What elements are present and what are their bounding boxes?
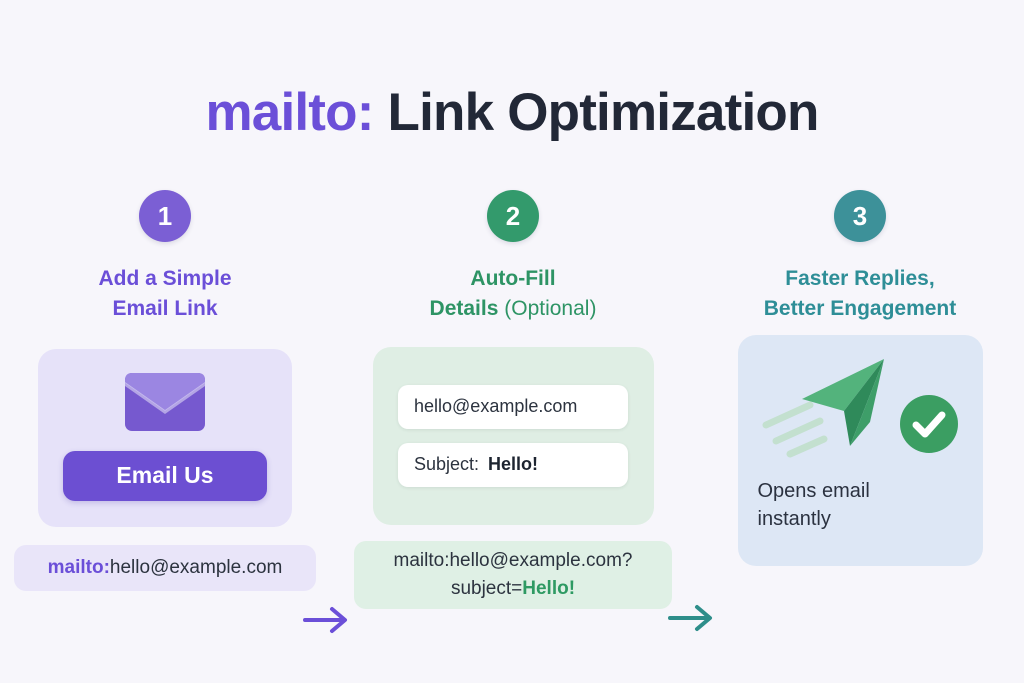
chip-2-line2-prefix: subject=	[450, 577, 523, 599]
plane-illustration	[758, 353, 963, 463]
step-badge-3: 3	[834, 190, 886, 242]
page-title-rest: Link Optimization	[373, 83, 820, 142]
step-heading-3-line1: Faster Replies,	[785, 267, 935, 290]
step-heading-3-line2: Better Engagement	[763, 297, 957, 321]
step-column-3: 3 Faster Replies, Better Engagement	[695, 190, 1024, 566]
page-title-keyword: mailto:	[205, 83, 374, 142]
step-3-caption-line2: instantly	[757, 507, 831, 530]
step-badge-1: 1	[139, 190, 191, 242]
step-heading-2-note: (Optional)	[498, 297, 597, 321]
step-heading-1: Add a Simple Email Link	[98, 264, 231, 325]
chip-1-rest: hello@example.com	[109, 556, 283, 578]
mailto-code-chip-1: mailto:hello@example.com	[14, 544, 316, 591]
step-heading-2: Auto-Fill Details (Optional)	[430, 264, 597, 325]
step-heading-3: Faster Replies, Better Engagement	[764, 264, 957, 325]
subject-field-label: Subject:	[414, 454, 480, 475]
subject-field[interactable]: Subject: Hello!	[398, 442, 628, 487]
subject-field-value: Hello!	[488, 454, 539, 475]
step-heading-1-line1: Add a Simple	[98, 267, 232, 290]
envelope-icon	[125, 372, 205, 431]
step-heading-2-line1: Auto-Fill	[470, 267, 556, 290]
step-3-caption-line1: Opens email	[757, 479, 870, 502]
step-card-1: Email Us	[38, 348, 292, 527]
step-heading-2-line2: Details (Optional)	[430, 294, 597, 324]
chip-2-line1: mailto:hello@example.com?	[393, 550, 633, 572]
chip-2-line2-keyword: Hello!	[522, 577, 576, 599]
step-column-1: 1 Add a Simple Email Link Email Us mailt…	[0, 190, 330, 591]
arrow-step-2-to-3-icon	[668, 603, 720, 633]
chip-2-text: mailto:hello@example.com? subject=Hello!	[394, 547, 633, 602]
page-title: mailto: Link Optimization	[0, 83, 1024, 142]
step-card-2: hello@example.com Subject: Hello!	[372, 346, 654, 525]
arrow-step-1-to-2-icon	[303, 605, 355, 635]
step-column-2: 2 Auto-Fill Details (Optional) hello@exa…	[348, 190, 678, 609]
mailto-code-chip-2: mailto:hello@example.com? subject=Hello!	[354, 540, 672, 609]
email-us-button[interactable]: Email Us	[63, 450, 267, 501]
chip-1-keyword: mailto:	[47, 556, 110, 578]
email-address-field[interactable]: hello@example.com	[398, 384, 628, 429]
step-card-3: Opens email instantly	[737, 334, 983, 566]
step-heading-2-main: Details	[429, 297, 499, 321]
step-badge-2: 2	[487, 190, 539, 242]
steps-container: 1 Add a Simple Email Link Email Us mailt…	[0, 190, 1024, 633]
step-heading-1-line2: Email Link	[112, 297, 218, 321]
step-3-caption: Opens email instantly	[758, 477, 870, 533]
email-address-value: hello@example.com	[414, 396, 578, 417]
